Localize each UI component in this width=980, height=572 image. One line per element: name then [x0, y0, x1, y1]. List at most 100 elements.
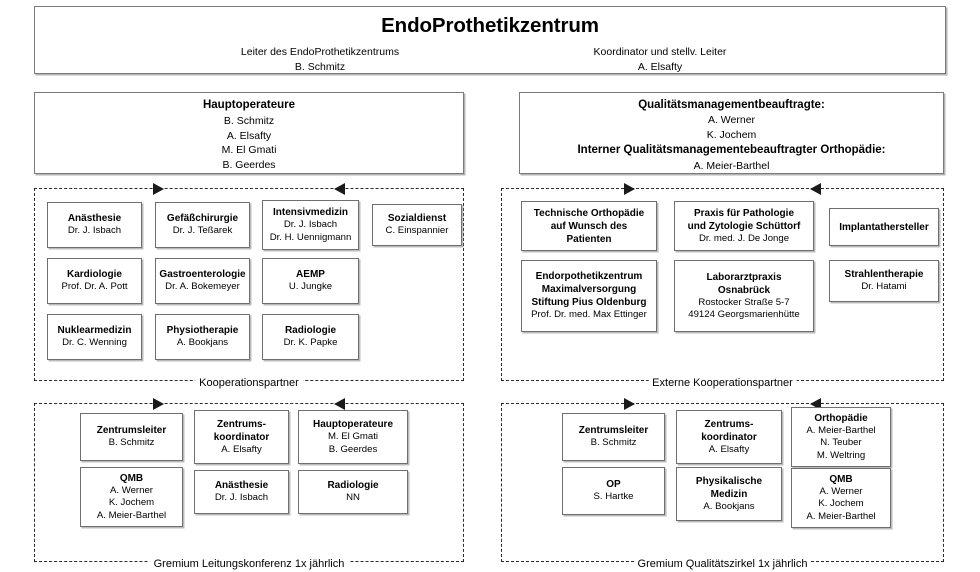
cell-line-0: Dr. J. Isbach [67, 225, 122, 237]
cell-title-line-1: auf Wunsch des [550, 220, 628, 232]
cell-line-0: C. Einspannier [385, 225, 449, 237]
cell-title-line-0: Physikalische [695, 475, 763, 487]
cell-line-1: Dr. H. Uennigmann [269, 231, 352, 243]
cell-line-0: Prof. Dr. med. Max Ettinger [531, 309, 647, 321]
cell-line-0: Dr. J. Isbach [214, 492, 269, 504]
kooperationspartner-group: Kooperationspartner [34, 182, 464, 389]
cell-title-line-0: Gastroenterologie [159, 269, 246, 281]
cell-title-line-0: Technische Orthopädie [533, 207, 645, 219]
qm-subtitle: Interner Qualitätsmanagementebeauftragte… [577, 144, 886, 157]
header-leiter: Leiter des EndoProthetikzentrums B. Schm… [210, 45, 430, 75]
header-roles: Leiter des EndoProthetikzentrums B. Schm… [35, 45, 945, 75]
hauptoperateure-name-1: A. Elsafty [226, 129, 272, 142]
cell-line-0: A. Elsafty [221, 443, 262, 455]
qm-sub-name: A. Meier-Barthel [693, 159, 770, 172]
hauptoperateure-title: Hauptoperateure [202, 99, 296, 111]
hauptoperateure-name-0: B. Schmitz [223, 115, 275, 128]
externe-kooperationspartner-group: Externe Kooperationspartner [501, 182, 944, 389]
cell-line-0: Rostocker Straße 5-7 [698, 296, 790, 308]
cell-line-0: Dr. med. J. De Jonge [698, 232, 790, 244]
ext-cell-implantathersteller: Implantathersteller [829, 208, 939, 246]
cell-line-0: U. Jungke [288, 281, 333, 293]
gremium-qualitaetszirkel-label: Gremium Qualitätszirkel 1x jährlich [633, 559, 812, 570]
cell-title-line-0: Implantathersteller [839, 221, 929, 233]
cell-line-0: A. Bookjans [703, 500, 755, 512]
header-box: EndoProthetikzentrum Leiter des EndoProt… [34, 6, 946, 74]
cell-line-0: Dr. J. Teßarek [172, 225, 233, 237]
cell-line-0: NN [346, 492, 360, 504]
cell-line-0: S. Hartke [593, 491, 634, 503]
cell-title-line-0: Zentrums- [217, 418, 266, 430]
qualitaetsmanagement-box: Qualitätsmanagementbeauftragte: A. Werne… [519, 92, 944, 174]
kooperationspartner-label: Kooperationspartner [195, 378, 303, 389]
cell-title-line-0: Anästhesie [214, 480, 269, 492]
arrow-left-icon [334, 182, 345, 195]
cell-title-line-0: Radiologie [284, 325, 337, 337]
cell-title-line-1: Maximalversorgung [541, 284, 637, 296]
page-title: EndoProthetikzentrum [381, 14, 599, 37]
arrow-right-icon [624, 182, 635, 195]
cell-title-line-2: Stiftung Pius Oldenburg [531, 297, 647, 309]
cell-line-0: A. Werner [109, 484, 153, 496]
cell-line-2: M. Weltring [816, 449, 866, 461]
cell-title-line-0: Hauptoperateure [312, 419, 393, 431]
cell-title-line-0: Endorpothetikzentrum [535, 271, 643, 283]
gremium-qualitaetszirkel-group: Gremium Qualitätszirkel 1x jährlich [501, 397, 944, 570]
cell-line-0: A. Werner [819, 485, 863, 497]
cell-line-1: 49124 Georgsmarienhütte [688, 309, 800, 320]
gremium-leitungskonferenz-group: Gremium Leitungskonferenz 1x jährlich [34, 397, 464, 570]
cell-title-line-0: OP [606, 479, 621, 491]
cell-line-0: Dr. J. Isbach [283, 219, 338, 231]
cell-title-line-0: Anästhesie [67, 213, 122, 225]
arrow-right-icon [153, 182, 164, 195]
qm-title: Qualitätsmanagementbeauftragte: [638, 99, 825, 111]
cell-line-2: A. Meier-Barthel [806, 510, 876, 522]
cell-title-line-0: Gefäßchirurgie [166, 213, 239, 225]
cell-title-line-1: und Zytologie Schüttorf [687, 220, 801, 232]
cell-line-0: A. Elsafty [708, 443, 750, 455]
cell-line-0: B. Schmitz [108, 437, 155, 449]
cell-line-0: B. Schmitz [590, 437, 637, 449]
header-koordinator: Koordinator und stellv. Leiter A. Elsaft… [550, 45, 770, 75]
cell-line-0: M. El Gmati [327, 431, 379, 443]
cell-title-line-0: Laborarztpraxis [706, 271, 782, 283]
cell-line-1: N. Teuber [820, 437, 862, 449]
cell-title-line-0: Zentrums- [704, 418, 754, 430]
cell-line-0: Dr. A. Bokemeyer [165, 281, 240, 293]
qm-name-0: A. Werner [707, 114, 756, 127]
hauptoperateure-box: Hauptoperateure B. Schmitz A. Elsafty M.… [34, 92, 464, 174]
arrow-left-icon [810, 182, 821, 195]
cell-title-line-0: Intensivmedizin [272, 207, 348, 219]
hauptoperateure-name-2: M. El Gmati [221, 144, 277, 157]
cell-title-line-0: AEMP [296, 269, 325, 281]
cell-title-line-0: Zentrumsleiter [96, 425, 167, 437]
cell-title-line-0: Radiologie [327, 480, 379, 492]
cell-title-line-1: Osnabrück [717, 284, 771, 296]
cell-line-2: A. Meier-Barthel [96, 509, 167, 521]
arrow-right-icon [153, 397, 164, 410]
cell-title-line-0: Strahlentherapie [844, 269, 924, 281]
header-koordinator-role: Koordinator und stellv. Leiter [593, 46, 727, 58]
cell-line-0: Dr. C. Wenning [62, 337, 127, 349]
cell-title-line-0: Kardiologie [66, 269, 122, 281]
cell-line-1: K. Jochem [108, 497, 155, 509]
gremium-leitungskonferenz-label: Gremium Leitungskonferenz 1x jährlich [149, 559, 349, 570]
